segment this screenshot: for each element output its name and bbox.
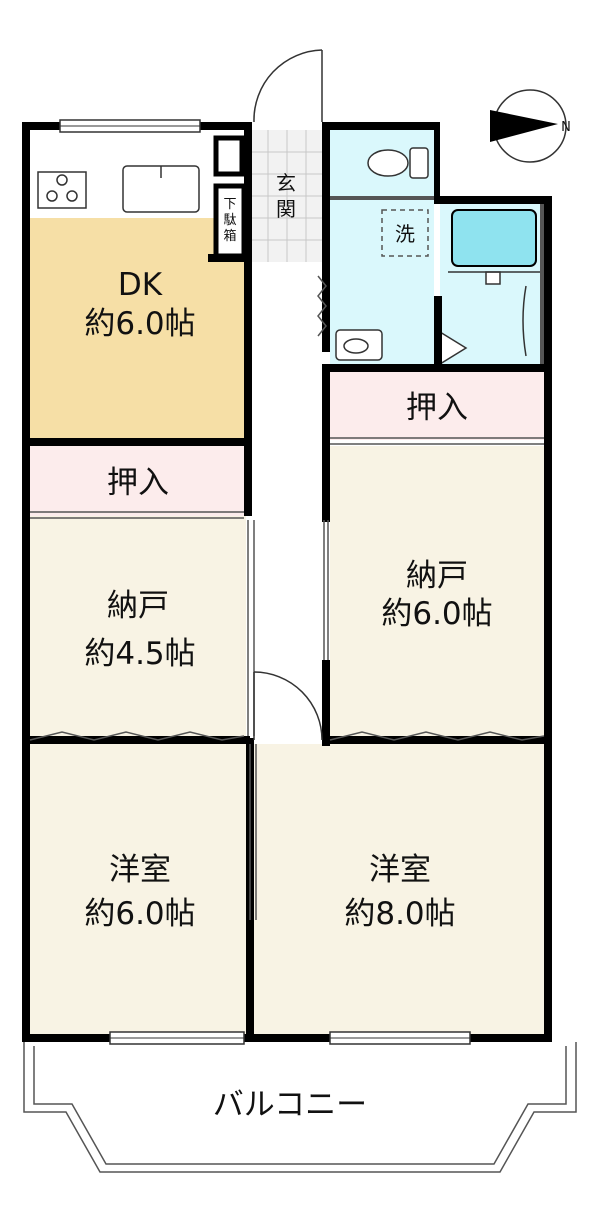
storage-large-size: 約6.0帖 (381, 596, 492, 632)
bath-folding-door (522, 285, 527, 357)
western-right-size: 約8.0帖 (344, 896, 455, 932)
wash-basin-icon (335, 329, 383, 361)
entrance-label-2: 関 (276, 197, 296, 221)
western-left-size: 約6.0帖 (84, 896, 195, 932)
storage-small-name: 納戸 (107, 588, 169, 624)
washer-space (381, 209, 429, 257)
shoe-box-label-2: 駄 (223, 213, 236, 228)
compass-north-label: N (561, 120, 571, 135)
closet-left-floor (30, 446, 246, 516)
stove-icon (37, 171, 87, 209)
corridor-door (253, 671, 323, 741)
dk-name: DK (118, 267, 163, 303)
shoe-box-label-3: 箱 (223, 228, 236, 244)
dk-size: 約6.0帖 (84, 306, 195, 342)
western-left-name: 洋室 (109, 852, 171, 888)
storage-large-floor (330, 446, 544, 738)
closet-right-floor (330, 372, 544, 440)
shoe-box-label-1: 下 (223, 197, 236, 212)
toilet-icon (367, 147, 429, 179)
bathtub-icon (448, 209, 540, 285)
windows (59, 119, 471, 1045)
kitchen-counter-area (30, 160, 210, 218)
balcony-label: バルコニー (213, 1087, 367, 1123)
closet-left-label: 押入 (107, 465, 169, 501)
entrance-label-1: 玄 (276, 171, 296, 195)
entrance-door (253, 49, 323, 123)
balcony-outline (23, 1042, 577, 1173)
storage-small-floor (30, 516, 246, 738)
compass-icon: N (490, 89, 571, 163)
kitchen-sink-icon (122, 165, 200, 213)
washer-label: 洗 (395, 222, 415, 246)
corridor-floor (250, 262, 324, 740)
fridge-space (213, 135, 245, 177)
western-right-floor (254, 744, 544, 1034)
sliding-door-rails (29, 275, 545, 920)
closet-right-label: 押入 (406, 390, 468, 426)
entrance-tile-grid (250, 130, 324, 262)
balcony-outline-inner (33, 1046, 567, 1165)
western-left-floor (30, 744, 246, 1034)
storage-small-size: 約4.5帖 (84, 636, 195, 672)
western-right-name: 洋室 (369, 852, 431, 888)
storage-large-name: 納戸 (406, 558, 468, 594)
